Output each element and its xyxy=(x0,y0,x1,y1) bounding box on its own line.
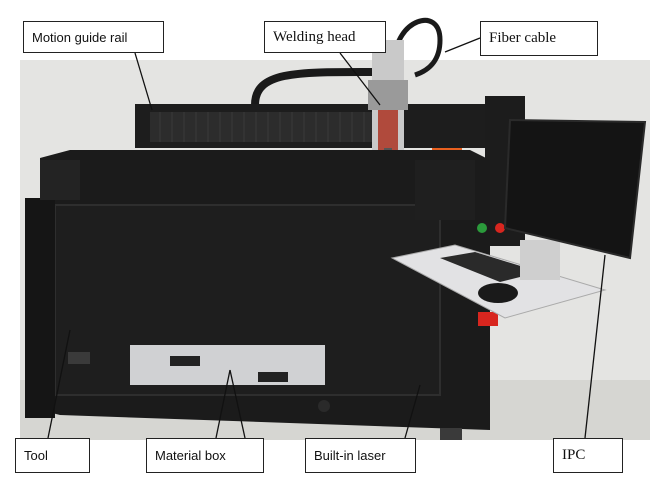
mouse xyxy=(478,283,518,303)
label-fiber-cable-text: Fiber cable xyxy=(489,30,557,46)
label-ipc-text: IPC xyxy=(562,447,586,463)
material-box-tray xyxy=(130,345,325,385)
label-ipc: IPC xyxy=(553,438,623,473)
bellows-ribs xyxy=(159,112,365,142)
leader-ipc xyxy=(584,254,606,439)
label-built-in-laser: Built-in laser xyxy=(305,438,416,473)
green-button xyxy=(477,223,487,233)
material-box-handle-left xyxy=(170,356,200,366)
foot-left xyxy=(68,352,90,364)
leader-built-in-laser xyxy=(404,384,421,439)
label-motion-guide-rail: Motion guide rail xyxy=(23,21,164,53)
label-built-in-laser-text: Built-in laser xyxy=(314,448,386,463)
leader-fiber-cable xyxy=(444,37,481,53)
label-material-box-text: Material box xyxy=(155,448,226,463)
label-motion-guide-rail-text: Motion guide rail xyxy=(32,29,128,45)
leader-motion-guide-rail xyxy=(134,52,153,111)
gantry-bellows xyxy=(150,112,380,142)
label-welding-head: Welding head xyxy=(264,21,386,53)
keyboard xyxy=(440,252,540,282)
label-tool-text: Tool xyxy=(24,448,48,463)
label-tool: Tool xyxy=(15,438,90,473)
label-welding-head-text: Welding head xyxy=(273,28,356,45)
leader-material-box-a xyxy=(215,369,231,439)
leader-tool xyxy=(47,329,71,439)
monitor xyxy=(503,118,647,260)
welding-head-module xyxy=(368,80,408,110)
label-material-box: Material box xyxy=(146,438,264,473)
monitor-stand xyxy=(520,240,560,280)
foot-right xyxy=(440,428,462,440)
leader-welding-head xyxy=(339,52,381,106)
leader-material-box-b xyxy=(229,369,246,439)
welding-nozzle xyxy=(378,110,398,150)
emergency-stop xyxy=(478,312,498,326)
wheel xyxy=(318,400,330,412)
left-side-panel xyxy=(25,198,55,418)
top-left-block xyxy=(40,160,80,200)
keyboard-tray xyxy=(390,244,607,319)
right-panel xyxy=(415,160,475,220)
red-button xyxy=(495,223,505,233)
label-fiber-cable: Fiber cable xyxy=(480,21,598,56)
material-box-handle-right xyxy=(258,372,288,382)
fiber-cable xyxy=(392,17,443,78)
